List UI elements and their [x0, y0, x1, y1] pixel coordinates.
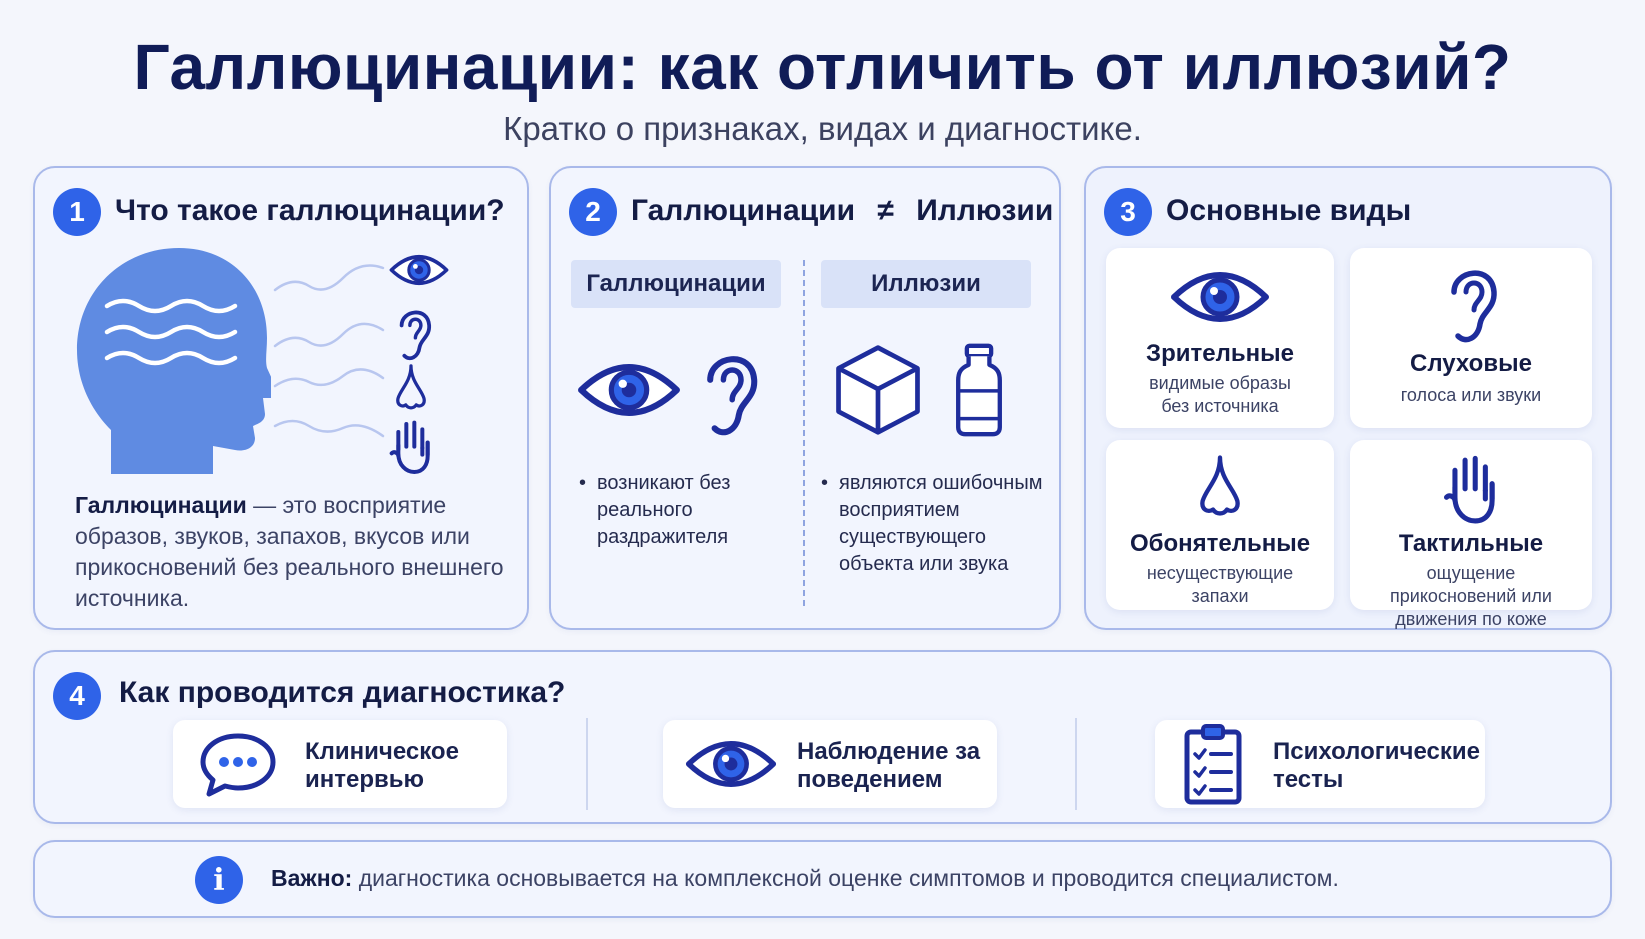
ear-icon [697, 342, 763, 442]
chat-bubble-icon [200, 733, 276, 797]
type-card-auditory: Слуховые голоса или звуки [1350, 248, 1592, 428]
section-title: Галлюцинации ≠ Иллюзии [631, 194, 1053, 228]
panel-main-types: 3 Основные виды Зрительные видимые образ… [1084, 166, 1612, 630]
head-silhouette-icon [77, 248, 271, 474]
method-label: Психологические тесты [1273, 738, 1480, 793]
hand-icon [1440, 450, 1502, 526]
info-icon: i [195, 856, 243, 904]
important-note-bar: i Важно: диагностика основывается на ком… [33, 840, 1612, 918]
section-number-badge: 4 [53, 672, 101, 720]
type-description: несуществующие запахи [1146, 563, 1294, 606]
column-divider [803, 260, 805, 606]
type-card-visual: Зрительные видимые образы без источника [1106, 248, 1334, 428]
panel-diagnostics: 4 Как проводится диагностика? Клиническо… [33, 650, 1612, 824]
diagnostic-method-tests: Психологические тесты [1155, 720, 1485, 808]
ear-icon [393, 302, 435, 364]
eye-icon [389, 252, 449, 288]
nose-icon [1194, 452, 1246, 522]
type-title: Обонятельные [1129, 530, 1311, 557]
eye-icon [577, 358, 681, 422]
section-title-right: Иллюзии [916, 194, 1054, 227]
diagnostic-method-observation: Наблюдение за поведением [663, 720, 997, 808]
panel-hallucinations-vs-illusions: 2 Галлюцинации ≠ Иллюзии Галлюцинации Ил… [549, 166, 1061, 630]
column-header-hallucinations: Галлюцинации [571, 260, 781, 308]
section-number-badge: 3 [1104, 188, 1152, 236]
note-label: Важно: [271, 865, 353, 891]
type-card-tactile: Тактильные ощущение прикосновений или дв… [1350, 440, 1592, 629]
eye-icon [1170, 266, 1270, 328]
definition-term: Галлюцинации [75, 492, 247, 518]
method-separator [1075, 718, 1077, 810]
column-header-illusions: Иллюзии [821, 260, 1031, 308]
section-title-left: Галлюцинации [631, 194, 856, 227]
type-title: Слуховые [1410, 350, 1532, 377]
type-description: ощущение прикосновений или движения по к… [1390, 563, 1552, 629]
method-separator [586, 718, 588, 810]
section-title: Основные виды [1166, 194, 1412, 227]
page-title: Галлюцинации: как отличить от иллюзий? [133, 31, 1512, 103]
type-description: видимые образы без источника [1149, 373, 1291, 416]
hallucinations-bullet: возникают без реального раздражителя [579, 470, 779, 551]
bottle-icon [953, 338, 1005, 442]
diagnostic-method-interview: Клиническое интервью [173, 720, 507, 808]
ear-icon [1442, 258, 1502, 348]
sensory-waves-icon [273, 264, 385, 438]
type-description: голоса или звуки [1400, 385, 1542, 405]
method-label: Клиническое интервью [305, 738, 459, 793]
eye-icon [685, 736, 777, 792]
cube-icon [831, 342, 925, 436]
section-number-badge: 2 [569, 188, 617, 236]
page-subtitle: Кратко о признаках, видах и диагностике. [503, 110, 1142, 147]
hand-icon [387, 416, 435, 476]
important-note: Важно: диагностика основывается на компл… [271, 865, 1339, 892]
clipboard-checklist-icon [1184, 724, 1242, 805]
section-number-badge: 1 [53, 188, 101, 236]
panel-what-are-hallucinations: 1 Что такое галлюцинации? Галлюцинации —… [33, 166, 529, 630]
hallucination-definition: Галлюцинации — это восприятие образов, з… [75, 490, 515, 614]
section-title: Что такое галлюцинации? [115, 194, 505, 227]
type-title: Зрительные [1146, 340, 1294, 367]
note-text: диагностика основывается на комплексной … [358, 865, 1339, 891]
type-title: Тактильные [1398, 530, 1544, 557]
method-label: Наблюдение за поведением [797, 738, 981, 793]
definition-text: — это восприятие образов, звуков, запахо… [75, 492, 504, 611]
illusions-bullet: являются ошибочным восприятием существую… [821, 470, 1051, 578]
type-card-olfactory: Обонятельные несуществующие запахи [1106, 440, 1334, 610]
not-equal-sign: ≠ [877, 194, 894, 227]
section-title: Как проводится диагностика? [119, 676, 566, 709]
nose-icon [391, 362, 431, 414]
